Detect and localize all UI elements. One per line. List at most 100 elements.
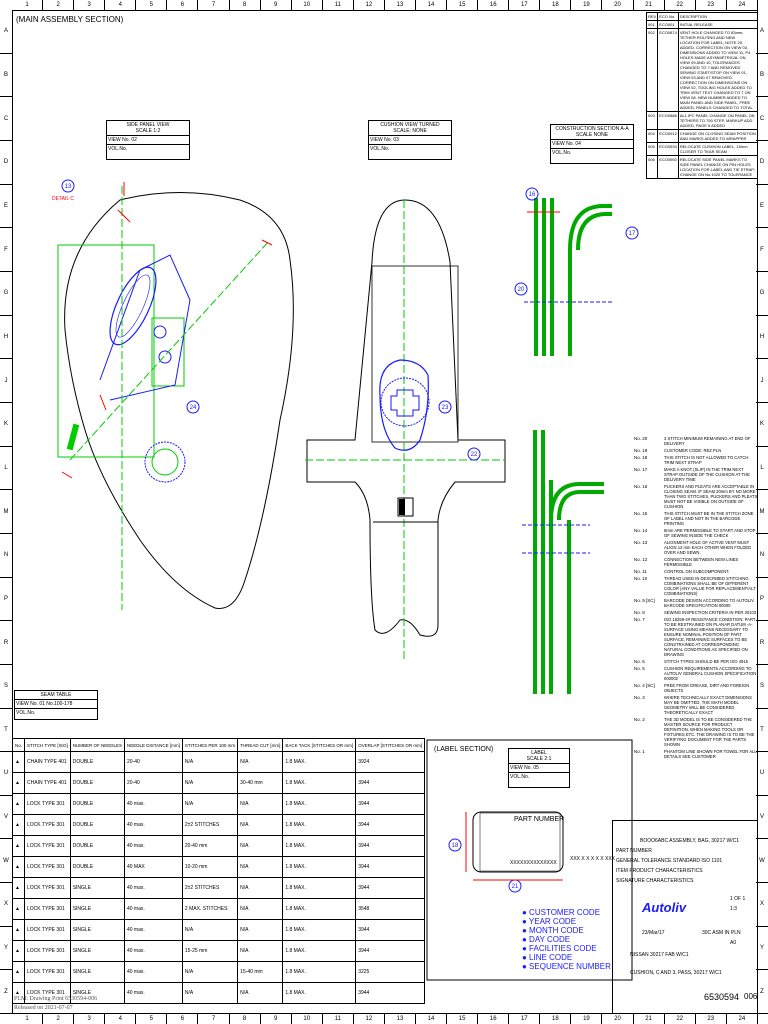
stitch-diameter: 1.8 MAX. [282,772,357,794]
stitch-type: LOCK TYPE 301 [24,793,71,815]
drawing-date: 23/Mar/17 [642,930,665,936]
seam-table-box: SEAM TABLE VIEW No. 01 No.100-178 VOL.No… [14,690,98,720]
ruler-letter: K [756,403,768,447]
note-number: No. 7 [634,617,645,622]
ruler-number: 19 [571,1014,603,1024]
view-title: CUSHION VIEW TURNED [380,122,440,128]
note-number: No. 17 [634,467,648,472]
title-row-3: SIGNATURE CHARACTERISTICS [616,878,694,884]
view-title: CONSTRUCTION SECTION A-A [555,126,629,132]
stitch-type: LOCK TYPE 301 [24,940,71,962]
stitch-header-cell: BACK TACK [STITCHES OR mm] [282,738,357,752]
revision-number: 006 [744,992,758,1001]
stitch-spacing: 40 max. [123,877,183,899]
stitch-diameter: 1.8 MAX. [282,793,357,815]
stitch-spacing: 20-40 [123,772,183,794]
ruler-letter: E [0,185,12,229]
ruler-number: 19 [571,0,603,10]
stitch-needles: SINGLE [69,919,125,941]
ruler-letter: V [0,796,12,840]
stitch-header-cell: OVERLAP [STITCHES OR mm] [355,738,426,752]
stitch-icon: ▲ [11,793,26,815]
stitch-thread: 3944 [355,982,426,1004]
cushion-outline [306,199,506,637]
project-name: NISSAN 30217 FAB W/C1 [630,952,689,958]
view-number: VIEW No. 02 [107,136,189,145]
tether-path [99,254,191,401]
stitch-needles: SINGLE [69,898,125,920]
title-desc-1: 30C ASM IN PLN [702,930,741,936]
ruler-letter: N [0,534,12,578]
ruler-number: 7 [198,1014,230,1024]
ruler-letter: J [756,359,768,403]
label-code-legend: ● CUSTOMER CODE● YEAR CODE● MONTH CODE● … [522,908,611,971]
stitch-tack: 2±2 STITCHES [181,814,239,836]
balloon-marker [448,838,462,852]
balloon-number: 20 [518,287,525,293]
note-text: 8mm ARE PERMISSIBLE TO START AND STOP OF… [664,528,756,538]
document-number: 6530594 [704,992,740,1002]
ruler-letter: E [756,185,768,229]
ruler-number: 24 [727,1014,758,1024]
ruler-number: 22 [665,1014,696,1024]
ruler-letter: B [756,54,768,98]
stitch-tack: 15-25 mm [181,940,239,962]
balloon-number: 13 [65,184,72,190]
ruler-number: 13 [385,1014,417,1024]
stitch-overlap: N/A [237,919,284,941]
balloon-marker [525,187,539,201]
vent-ellipse [109,266,157,346]
main-section-title: (MAIN ASSEMBLY SECTION) [16,15,124,24]
ruler-letter: Y [756,927,768,971]
ruler-letter: W [756,839,768,884]
stitch-needles: SINGLE [69,877,125,899]
ruler-number: 15 [447,0,479,10]
ruler-letter: S [756,665,768,709]
lower-hole [144,441,186,483]
ruler-letter: V [756,796,768,840]
balloon-marker [467,447,481,461]
vent-hole-1 [153,325,167,339]
stitch-thread: 3225 [355,961,426,983]
vent-hole-2 [158,350,172,364]
ruler-letter: G [756,272,768,316]
ruler-number: 1 [12,1014,44,1024]
balloon-number: 22 [471,452,478,458]
note-text: ALIGNMENT HOLE OF ACTIVE VENT MUST ALIGN… [664,540,752,555]
note-text: THIS STITCH MUST BE IN THE STITCH ZONE O… [664,511,754,526]
note-text: 3 STITCH MINIMUM REMAINING AT END OF DEL… [664,436,751,446]
stitch-type: LOCK TYPE 301 [24,877,71,899]
view-title: SIDE PANEL VIEW [126,122,170,128]
stitch-thread: 3944 [355,877,426,899]
ruler-letter: A [0,10,12,54]
ruler-number: 10 [292,1014,323,1024]
drawing-size: A0 [730,940,737,946]
stitch-tack: N/A [181,751,239,773]
ruler-letter: R [0,621,12,665]
ruler-letter: P [0,578,12,622]
ruler-letter: M [0,490,12,534]
note-text: THREAD USED IN DESCRIBED STITCHING COMBI… [664,576,756,596]
view-ref: No.100-178 [46,701,73,707]
label-body [472,811,564,873]
note-text: CONNECTION BETWEEN NEW LINES PERMISSIBLE [664,557,739,567]
stitch-type: LOCK TYPE 301 [24,814,71,836]
note-text: BARCODE DESIGN ACCORDING TO AUTOLIV BARC… [664,598,755,608]
construction-section-upper [524,198,614,356]
stitch-icon: ▲ [11,856,26,878]
balloon-marker [438,400,452,414]
stitch-overlap: N/A [237,814,284,836]
ruler-letter: L [756,447,768,491]
